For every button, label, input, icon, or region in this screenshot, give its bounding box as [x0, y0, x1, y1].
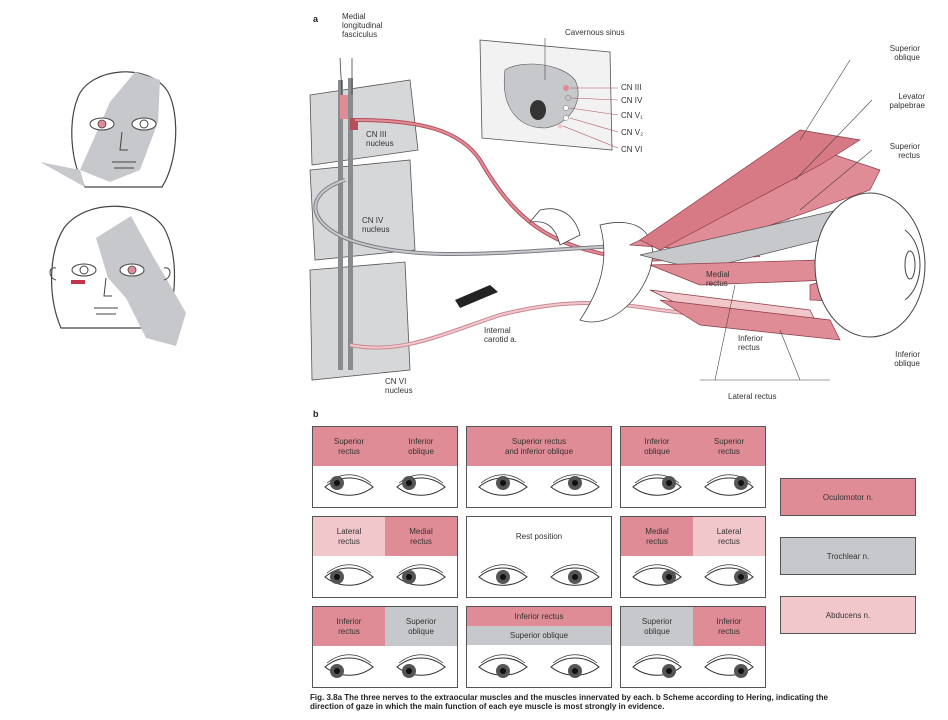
eyelid-line — [480, 564, 526, 574]
label-cnv1: CN V₁ — [621, 111, 643, 120]
gaze-cell-muscle-label: Rest position — [515, 531, 563, 541]
eyelid-line — [480, 474, 526, 484]
pupil — [738, 480, 744, 486]
label-cn4-nucleus: CN IV nucleus — [362, 216, 390, 234]
gaze-cell-muscle-label: Superior oblique — [621, 607, 693, 646]
eyelid-line — [634, 564, 680, 574]
gaze-cell-muscle-label: Medial rectus — [385, 517, 457, 556]
pupil — [500, 668, 506, 674]
pupil — [738, 668, 744, 674]
eyelid-line — [398, 654, 444, 664]
pupil — [500, 480, 506, 486]
label-lateral-rectus: Lateral rectus — [728, 392, 777, 401]
gaze-eyes — [478, 654, 600, 678]
gaze-eyes — [478, 474, 600, 496]
gaze-cell-muscle-label: Inferior rectus — [313, 607, 385, 646]
pupil — [500, 574, 506, 580]
eyelid-line — [326, 654, 372, 664]
legend-abducens: Abducens n. — [780, 596, 916, 634]
label-cn3-nucleus: CN III nucleus — [366, 130, 394, 148]
face-illustration-top — [40, 71, 177, 188]
label-levator-palpebrae: Levator palpebrae — [889, 92, 925, 110]
eyelid-line — [634, 654, 680, 664]
face-illustration-bottom — [49, 205, 186, 346]
eyelid-line — [706, 564, 752, 574]
figure-caption: Fig. 3.8a The three nerves to the extrao… — [310, 693, 828, 711]
panel-a-letter: a — [313, 14, 319, 24]
gaze-cell-muscle-label: Inferior oblique — [385, 427, 457, 466]
pupil — [572, 574, 578, 580]
pupil — [406, 574, 412, 580]
label-medial-rectus: Medial rectus — [706, 270, 730, 288]
gaze-eyes — [478, 564, 600, 586]
eyelid-line — [706, 654, 752, 664]
gaze-cell-muscle-label: Superior oblique — [385, 607, 457, 646]
pupil — [666, 480, 672, 486]
pupil — [334, 668, 340, 674]
gaze-eyes — [632, 564, 754, 586]
gaze-cell-muscle-label: Medial rectus — [621, 517, 693, 556]
legend-trochlear: Trochlear n. — [780, 537, 916, 575]
eyelid-line — [552, 564, 598, 574]
label-cnv2: CN V₂ — [621, 128, 644, 137]
pupil — [666, 668, 672, 674]
gaze-cell-muscle-label: Superior rectus and inferior oblique — [467, 427, 611, 466]
eyelid-line — [480, 654, 526, 664]
gaze-cell-muscle-label: Superior rectus — [693, 427, 765, 466]
eyelid-line — [552, 474, 598, 484]
gaze-cell-5: Rest position — [466, 516, 612, 598]
gaze-cell-muscle-label: Inferior rectus — [693, 607, 765, 646]
label-cn6: CN VI — [621, 145, 643, 154]
pupil — [572, 480, 578, 486]
eyelid-line — [398, 564, 444, 574]
label-inferior-oblique: Inferior oblique — [894, 350, 920, 368]
eyelid-line — [552, 654, 598, 664]
gaze-eyes — [324, 564, 446, 586]
pupil — [572, 668, 578, 674]
label-cavernous-sinus: Cavernous sinus — [565, 28, 625, 37]
panel-b-letter: b — [313, 409, 319, 419]
pupil — [334, 574, 340, 580]
pupil — [334, 480, 340, 486]
gaze-cell-muscle-label: Inferior oblique — [621, 427, 693, 466]
gaze-eyes — [324, 474, 446, 496]
label-cn4: CN IV — [621, 96, 643, 105]
eyelid-line — [326, 564, 372, 574]
gaze-cell-muscle-label: Lateral rectus — [693, 517, 765, 556]
label-superior-rectus: Superior rectus — [889, 142, 920, 160]
label-cn6-nucleus: CN VI nucleus — [385, 377, 413, 395]
gaze-cell-muscle-label: Superior oblique — [467, 626, 611, 645]
gaze-eyes — [632, 654, 754, 678]
legend-oculomotor: Oculomotor n. — [780, 478, 916, 516]
pupil — [406, 480, 412, 486]
pupil — [406, 668, 412, 674]
gaze-eyes — [324, 654, 446, 678]
label-medial-longitudinal-fasciculus: Medial longitudinal fasciculus — [342, 12, 383, 39]
nerve-anatomy-diagram — [309, 38, 926, 381]
gaze-eyes — [632, 474, 754, 496]
label-superior-oblique: Superior oblique — [889, 44, 920, 62]
label-cn3: CN III — [621, 83, 642, 92]
pupil — [738, 574, 744, 580]
gaze-cell-muscle-label: Lateral rectus — [313, 517, 385, 556]
label-internal-carotid: Internal carotid a. — [484, 326, 517, 344]
gaze-cell-muscle-label: Inferior rectus — [467, 607, 611, 626]
label-inferior-rectus: Inferior rectus — [738, 334, 763, 352]
gaze-cell-muscle-label: Superior rectus — [313, 427, 385, 466]
pupil — [666, 574, 672, 580]
gaze-cell-2: Superior rectus and inferior oblique — [466, 426, 612, 508]
